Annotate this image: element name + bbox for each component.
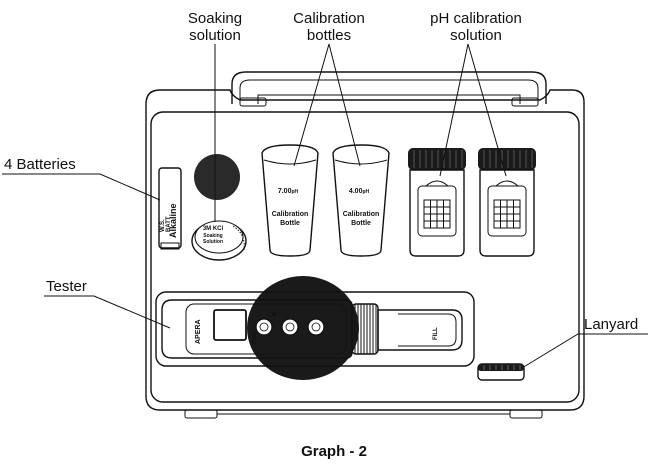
tester-button-cal [281, 318, 299, 336]
label-soaking-line2: solution [189, 27, 241, 44]
bottle1-value: 7.00 [278, 188, 292, 195]
ph-solution-bottle-1 [408, 148, 466, 257]
tester-model: PH60 [252, 331, 258, 344]
tester-button-mode [307, 318, 325, 336]
label-calibration-line1: Calibration [293, 10, 365, 27]
lanyard [477, 363, 525, 381]
figure-caption: Graph - 2 [301, 443, 367, 460]
bottle2-unit: pH [362, 189, 369, 195]
label-ph-line1: pH calibration [430, 10, 522, 27]
tester-cap-text: FILL [433, 327, 439, 340]
bottle1-label-line1: Calibration [272, 211, 309, 218]
ph-solution-bottle-2 [478, 148, 536, 257]
battery-batt-label: BATT [166, 216, 172, 232]
calibration-bottle-4: 4.00pH Calibration Bottle [332, 144, 390, 257]
bottle1-unit: pH [291, 189, 298, 195]
label-lanyard: Lanyard [584, 316, 638, 333]
soak-cap-line1: 3M KCl [203, 226, 224, 232]
battery-ws-label: W.S. [160, 219, 166, 232]
label-batteries: 4 Batteries [4, 156, 76, 173]
bottle2-label-line1: Calibration [343, 211, 380, 218]
soak-cap-line3: Solution [203, 239, 223, 245]
tester: APERA PH60 FILL [155, 276, 475, 380]
battery-brand-label: Alkaline [168, 203, 178, 238]
empty-soak-slot [194, 154, 240, 200]
svg-text:4.00pH: 4.00pH [349, 188, 370, 195]
label-soaking-line1: Soaking [188, 10, 242, 27]
battery-pack: Alkaline W.S. BATT [158, 167, 182, 250]
soak-cap-line2: Soaking [203, 233, 222, 239]
calibration-bottle-7: 7.00pH Calibration Bottle [261, 144, 319, 257]
bottle2-label-line2: Bottle [351, 220, 371, 227]
tester-button-power [255, 318, 273, 336]
tester-brand: APERA [195, 319, 202, 344]
carrying-case [145, 71, 585, 419]
soaking-solution: 3M KCl Soaking Solution [191, 154, 247, 261]
tester-display [213, 309, 247, 341]
label-tester: Tester [46, 278, 87, 295]
bottle2-value: 4.00 [349, 188, 363, 195]
label-ph-line2: solution [450, 27, 502, 44]
leader-lines [2, 43, 648, 369]
svg-text:7.00pH: 7.00pH [278, 188, 299, 195]
bottle1-label-line2: Bottle [280, 220, 300, 227]
label-calibration-line2: bottles [307, 27, 351, 44]
